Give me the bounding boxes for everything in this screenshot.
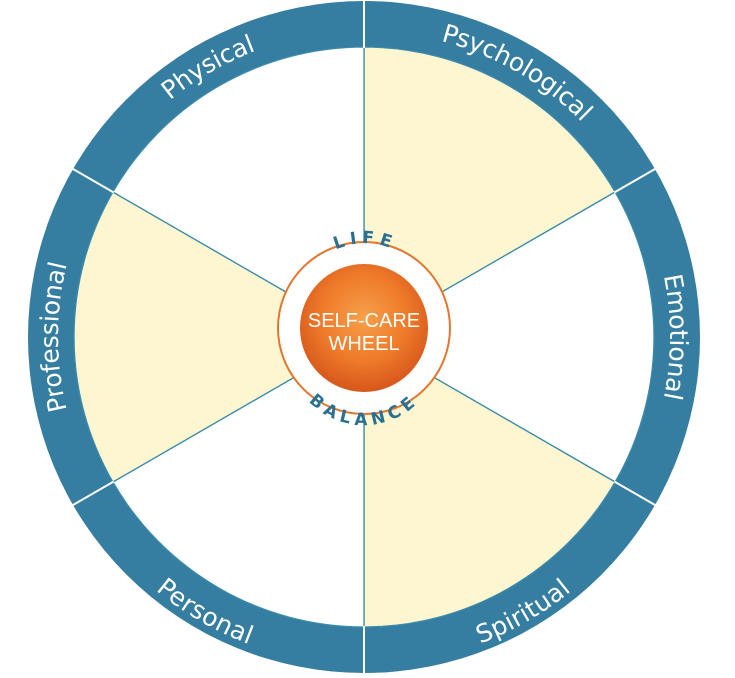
segment-personal — [111, 335, 365, 628]
ring-divider — [71, 480, 115, 507]
segment-physical — [111, 46, 365, 339]
segment-emotional — [362, 191, 655, 483]
hub-title-line-1: SELF-CARE — [308, 310, 420, 332]
ring-dividers — [71, 0, 657, 674]
ring-divider — [613, 167, 657, 194]
hub-outline — [277, 241, 451, 415]
hub-core — [300, 264, 428, 392]
hub-title-line-2: WHEEL — [328, 333, 399, 355]
ring-divider — [71, 167, 115, 194]
ring-divider — [613, 480, 657, 507]
segment-spiritual — [363, 335, 617, 628]
segment-psychological — [363, 46, 617, 339]
segments — [73, 46, 655, 628]
segment-professional — [73, 191, 366, 483]
